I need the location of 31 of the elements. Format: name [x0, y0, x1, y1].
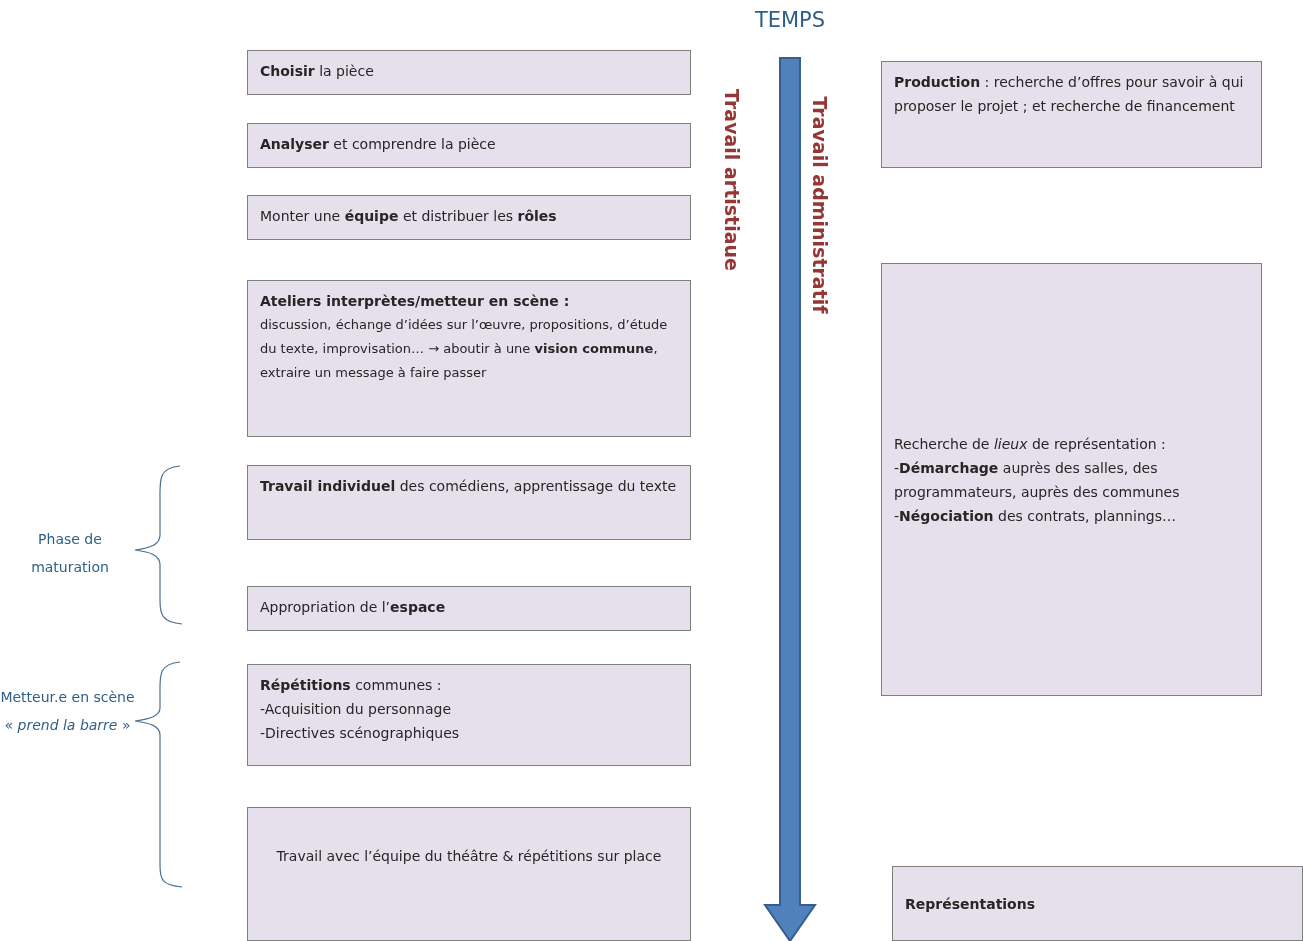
step-box: [247, 465, 691, 540]
phase-label: Metteur.e en scène « prend la barre »: [0, 688, 135, 735]
step-box: [247, 280, 691, 437]
step-box: [881, 61, 1262, 168]
step-text: Appropriation de l’espace: [260, 598, 447, 617]
step-detail-text: discussion, échange d’idées sur l’œuvre, propositions, d’étude du texte, improvisation… → aboutir à une vision commune, extraire un message à faire passer: [260, 316, 669, 382]
step-text: Travail individuel des comédiens, apprentissage du texte: [260, 477, 678, 496]
step-detail-text: -Directives scénographiques: [260, 724, 461, 743]
step-text: Ateliers interprètes/metteur en scène :: [260, 292, 571, 311]
column-heading: Travail administratif: [809, 95, 831, 316]
step-text: Répétitions communes :: [260, 676, 443, 695]
phase-label: Phase de maturation: [30, 530, 110, 577]
step-text: Production : recherche d’offres pour savoir à qui proposer le projet ; et recherche de financement: [894, 73, 1245, 116]
step-text: Monter une équipe et distribuer les rôles: [260, 207, 558, 226]
step-box: [247, 664, 691, 766]
step-text: Recherche de lieux de représentation :: [894, 434, 1167, 454]
step-box: [881, 263, 1262, 696]
step-box: [892, 866, 1303, 941]
axis-title: TEMPS: [753, 8, 827, 32]
column-heading: Travail artistiaue: [721, 88, 743, 273]
step-text: Travail avec l’équipe du théâtre & répétitions sur place: [275, 847, 663, 866]
step-box: [247, 586, 691, 631]
step-box: [247, 123, 691, 168]
step-box: [247, 807, 691, 941]
step-box: [247, 195, 691, 240]
step-detail-text: -Acquisition du personnage: [260, 700, 453, 719]
step-text: Représentations: [905, 894, 1037, 914]
step-detail-text: -Négociation des contrats, plannings…: [894, 506, 1177, 526]
step-text: Choisir la pièce: [260, 62, 375, 81]
step-text: Analyser et comprendre la pièce: [260, 135, 497, 154]
step-box: [247, 50, 691, 95]
